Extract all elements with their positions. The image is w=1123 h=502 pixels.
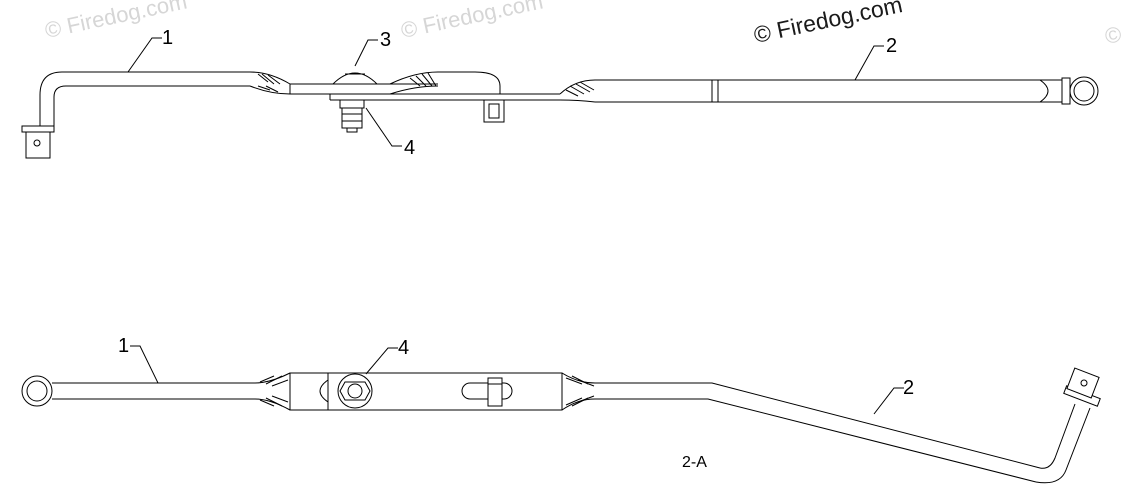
bottom-callout-leaders [130,346,904,414]
top-callout-3: 3 [380,29,392,51]
top-callout-2: 2 [886,35,898,57]
bottom-crimp-left [255,373,290,410]
bottom-callout-2: 2 [903,377,915,399]
bottom-crimp-right [562,373,595,410]
top-crimp-left [250,72,290,94]
top-flat-bar [290,84,560,100]
top-callout-1: 1 [162,27,174,49]
bottom-part-2-rod [595,368,1100,483]
top-part-1-rod [22,72,250,158]
bottom-part-4-nut [338,374,372,408]
top-part-2-rod [595,77,1098,105]
top-callout-4: 4 [404,137,416,159]
figure-caption: 2-A [682,454,707,471]
bottom-callout-4: 4 [398,337,410,359]
bottom-flat-bar [290,373,562,410]
top-part-4-nut [340,100,364,132]
bottom-clip-pin [488,378,502,406]
top-clip [484,100,504,122]
top-callout-leaders [128,38,884,146]
top-crimp-mid [390,72,500,94]
top-assembly [22,72,1098,158]
top-crimp-right [560,80,595,102]
bottom-callout-1: 1 [118,335,130,357]
bottom-assembly [22,368,1100,483]
bottom-part-1-rod [22,376,255,406]
top-part-3-bolt [333,73,377,84]
